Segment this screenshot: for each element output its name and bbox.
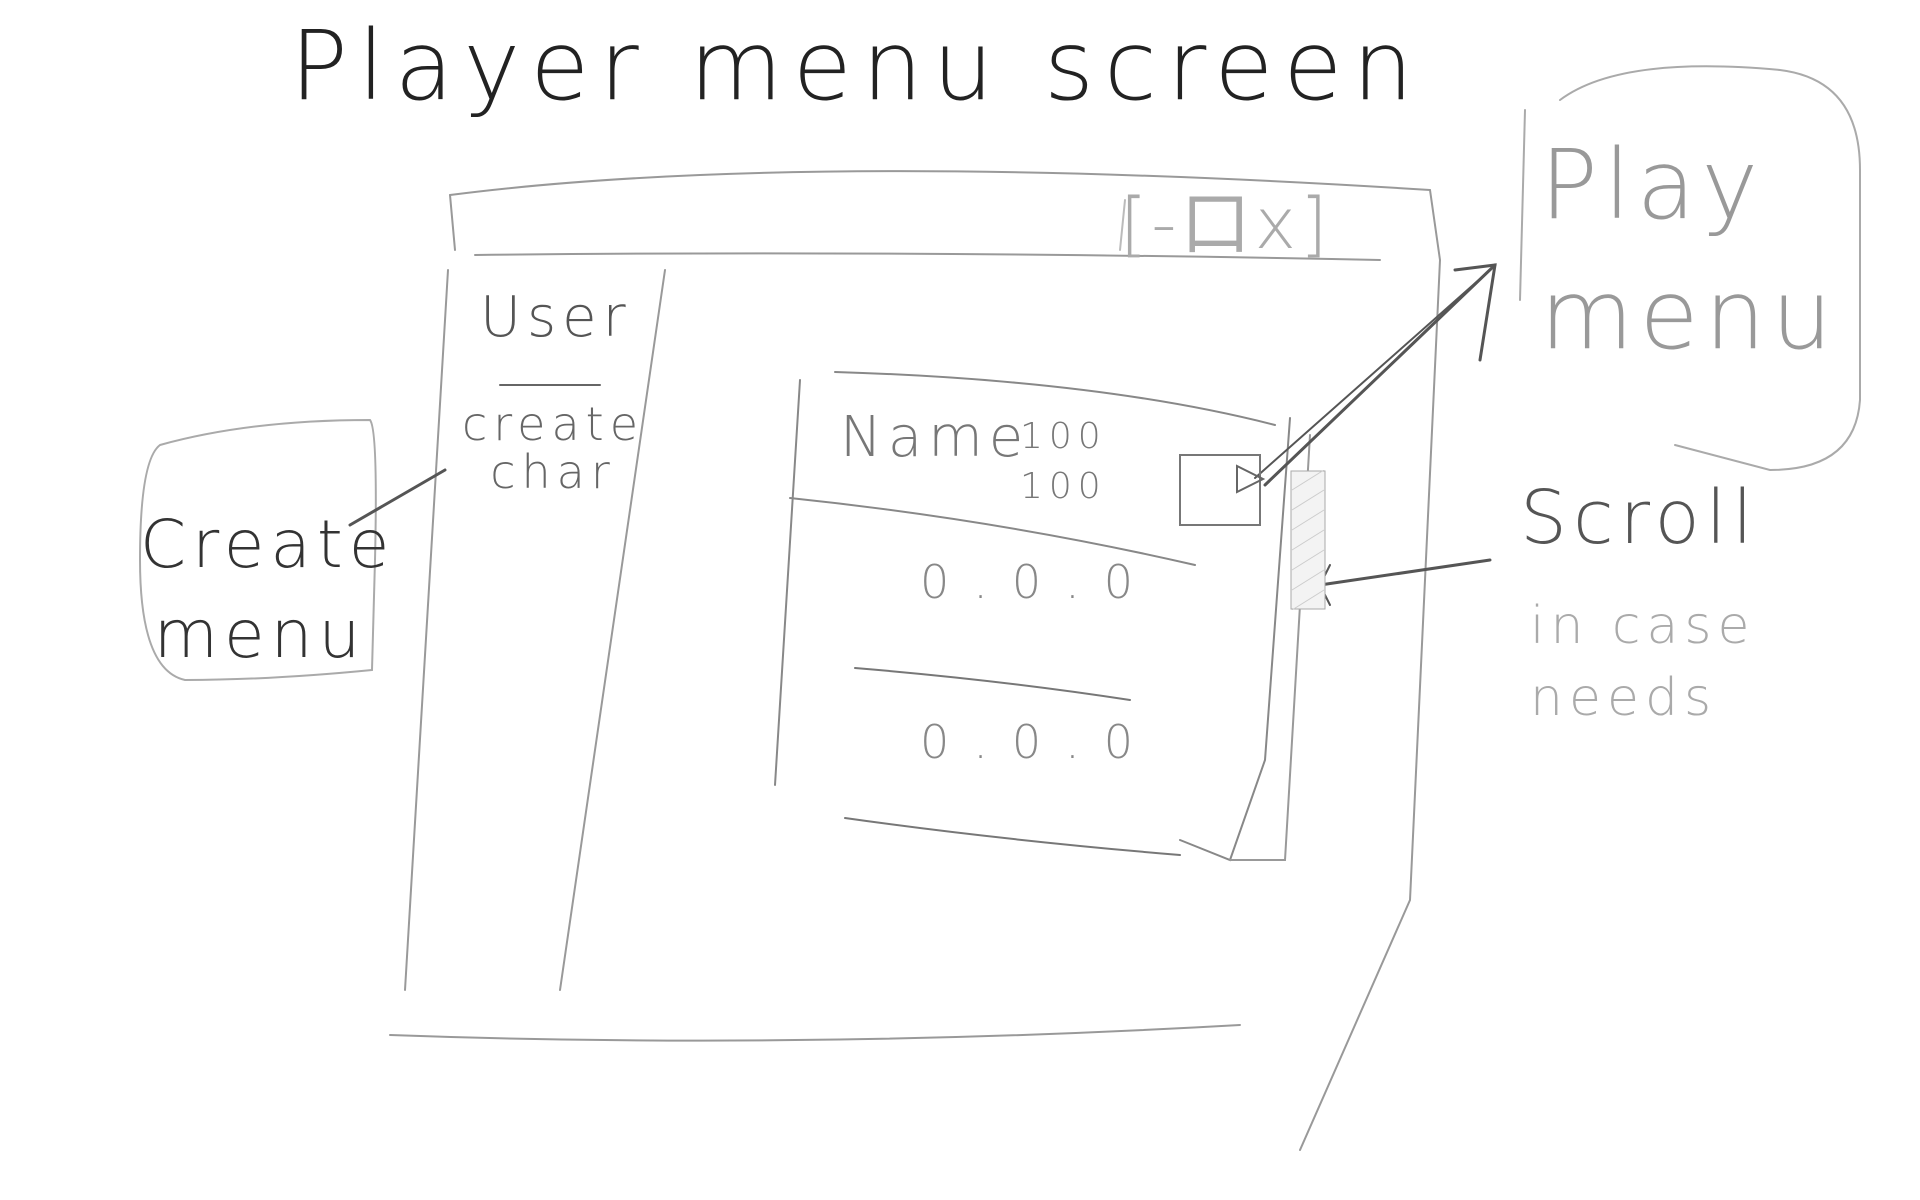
character-name[interactable]: Name <box>840 405 1030 470</box>
play-menu-annotation: Play menu <box>1540 129 1839 371</box>
create-menu-annotation: Create menu <box>140 506 396 673</box>
scroll-annotation: Scroll <box>1520 475 1759 561</box>
scrollbar-thumb[interactable] <box>1290 469 1326 611</box>
character-stats: 100 100 <box>1020 412 1107 512</box>
character-stat-1: 100 <box>1020 416 1107 457</box>
scroll-thumb-hatch <box>1290 469 1326 611</box>
list-item[interactable]: 0.0.0 <box>920 715 1158 769</box>
character-stat-2: 100 <box>1020 466 1107 507</box>
sidebar-item-create-char[interactable]: create char <box>461 397 645 499</box>
sidebar-item-user[interactable]: User <box>480 285 632 350</box>
scroll-annotation-note: in case needs <box>1530 596 1756 728</box>
play-icon <box>1236 464 1266 494</box>
play-button[interactable] <box>1233 462 1267 496</box>
page-title: Player menu screen <box>290 10 1424 122</box>
list-item[interactable]: 0.0.0 <box>920 555 1158 609</box>
window-controls[interactable]: [-口x] <box>1120 183 1332 265</box>
